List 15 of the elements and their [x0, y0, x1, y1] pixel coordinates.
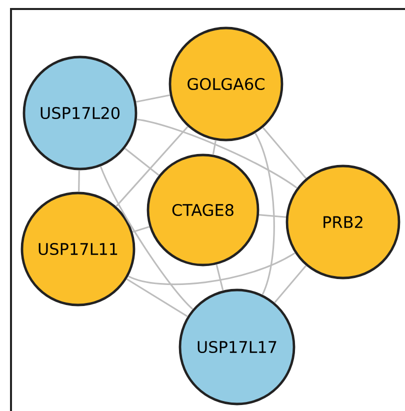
edge-line — [132, 226, 150, 233]
edge-line — [136, 118, 298, 189]
edge-line — [116, 126, 188, 207]
edge-line — [212, 140, 217, 155]
edge-line — [100, 166, 194, 310]
edge-line — [126, 278, 188, 318]
edge-line — [254, 132, 275, 295]
edge-line — [258, 214, 286, 218]
edge-line — [136, 94, 170, 103]
edge-line — [128, 252, 296, 286]
edge-line — [124, 148, 160, 176]
edge-line — [216, 264, 224, 291]
edge-line — [262, 127, 307, 179]
edge-line — [78, 170, 80, 192]
edge-line — [274, 265, 307, 304]
